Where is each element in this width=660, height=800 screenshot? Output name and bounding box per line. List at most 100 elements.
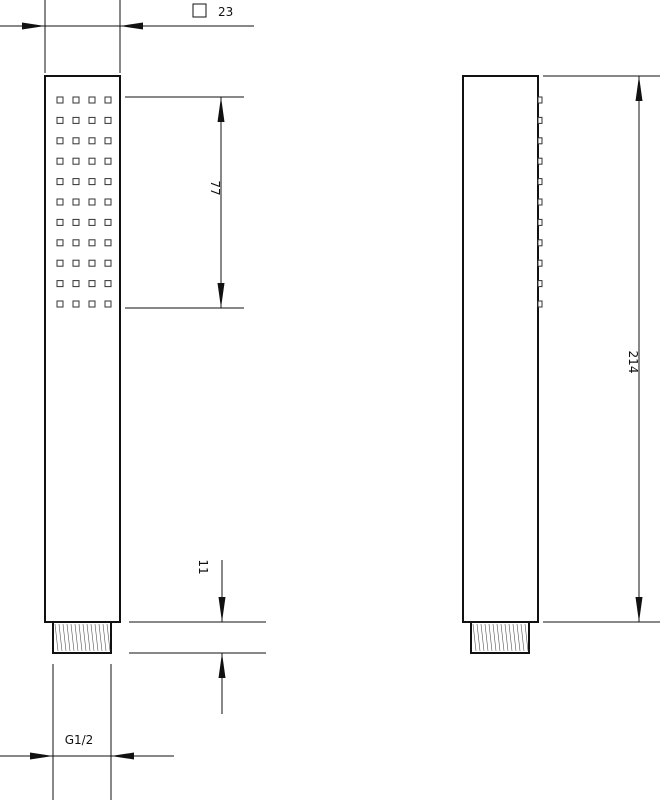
dimension-total-length: 214 — [543, 75, 660, 623]
nozzle-hole — [104, 239, 112, 247]
nozzle-hole — [88, 300, 96, 308]
side-nozzle — [537, 137, 543, 145]
thread-line — [78, 623, 83, 652]
nozzle-hole — [56, 157, 64, 165]
total-length-label: 214 — [626, 351, 640, 374]
nozzle-hole — [56, 137, 64, 145]
arrow-head — [111, 752, 134, 760]
nozzle-hole — [88, 96, 96, 104]
arrow-head — [22, 22, 45, 30]
handle-body-side — [462, 75, 539, 623]
thread-line — [508, 623, 513, 652]
thread-connector-front — [52, 621, 112, 654]
side-nozzle — [537, 280, 543, 288]
nozzle-hole — [104, 280, 112, 288]
thread-line — [86, 623, 91, 652]
thread-line — [496, 623, 501, 652]
thread-hatching — [54, 623, 111, 652]
nozzle-hole — [104, 137, 112, 145]
nozzle-hole — [104, 157, 112, 165]
nozzle-hole — [104, 178, 112, 186]
side-nozzle — [537, 198, 543, 206]
side-nozzle — [537, 239, 543, 247]
thread-line — [516, 623, 521, 652]
thread-line — [102, 623, 107, 652]
nozzle-hole — [72, 157, 80, 165]
thread-line — [492, 623, 497, 652]
nozzle-hole — [88, 198, 96, 206]
side-nozzle — [537, 259, 543, 267]
side-nozzle — [537, 218, 543, 226]
nozzle-hole — [56, 239, 64, 247]
dimension-spray-height: 77 — [125, 96, 244, 309]
nozzle-hole — [88, 137, 96, 145]
arrow-head — [635, 597, 643, 622]
thread-line — [504, 623, 509, 652]
width-square-label: 23 — [218, 5, 233, 19]
nozzle-hole — [88, 239, 96, 247]
side-nozzle — [537, 178, 543, 186]
thread-line — [58, 623, 63, 652]
arrow-head — [218, 653, 226, 678]
nozzle-hole — [56, 116, 64, 124]
spray-height-label: 77 — [208, 180, 222, 195]
thread-line — [520, 623, 525, 652]
thread-hatching — [472, 623, 529, 652]
thread-line — [54, 623, 59, 652]
nozzle-hole — [88, 178, 96, 186]
arrow-head — [217, 97, 225, 122]
arrow-head — [635, 76, 643, 101]
handle-body-front — [44, 75, 121, 623]
dimension-width: 23 — [0, 0, 254, 73]
nozzle-hole — [104, 300, 112, 308]
thread-line — [82, 623, 87, 652]
nozzle-hole — [56, 300, 64, 308]
front-view — [44, 75, 121, 654]
thread-line — [70, 623, 75, 652]
nozzle-hole — [56, 178, 64, 186]
nozzle-hole — [72, 300, 80, 308]
square-symbol-icon — [192, 3, 207, 18]
arrow-head — [120, 22, 143, 30]
nozzle-hole — [104, 259, 112, 267]
nozzle-hole — [72, 280, 80, 288]
nozzle-hole — [56, 96, 64, 104]
nozzle-hole — [104, 96, 112, 104]
side-nozzle — [537, 96, 543, 104]
nozzle-hole — [72, 198, 80, 206]
nozzle-hole — [72, 137, 80, 145]
nozzle-hole — [104, 198, 112, 206]
side-nozzle-profile — [537, 96, 543, 308]
dimension-connector-length: 11 — [129, 559, 266, 714]
side-nozzle — [537, 300, 543, 308]
thread-line — [524, 623, 529, 652]
nozzle-hole — [72, 178, 80, 186]
thread-line — [90, 623, 95, 652]
nozzle-hole — [56, 280, 64, 288]
nozzle-hole — [56, 198, 64, 206]
side-view — [462, 75, 543, 654]
nozzle-hole — [72, 218, 80, 226]
connector-length-label: 11 — [196, 559, 210, 574]
nozzle-hole — [88, 157, 96, 165]
side-nozzle — [537, 116, 543, 124]
nozzle-hole — [56, 218, 64, 226]
thread-size-label: G1/2 — [65, 733, 94, 747]
nozzle-hole — [72, 239, 80, 247]
nozzle-hole — [72, 116, 80, 124]
nozzle-hole — [72, 259, 80, 267]
dimension-thread: G1/2 — [0, 664, 174, 800]
thread-line — [74, 623, 79, 652]
nozzle-hole — [88, 280, 96, 288]
thread-line — [476, 623, 481, 652]
nozzle-hole — [104, 218, 112, 226]
thread-line — [66, 623, 71, 652]
nozzle-hole — [104, 116, 112, 124]
thread-line — [484, 623, 489, 652]
thread-line — [512, 623, 517, 652]
arrow-head — [218, 597, 226, 622]
nozzle-grid — [56, 96, 112, 308]
thread-line — [62, 623, 67, 652]
nozzle-hole — [88, 218, 96, 226]
